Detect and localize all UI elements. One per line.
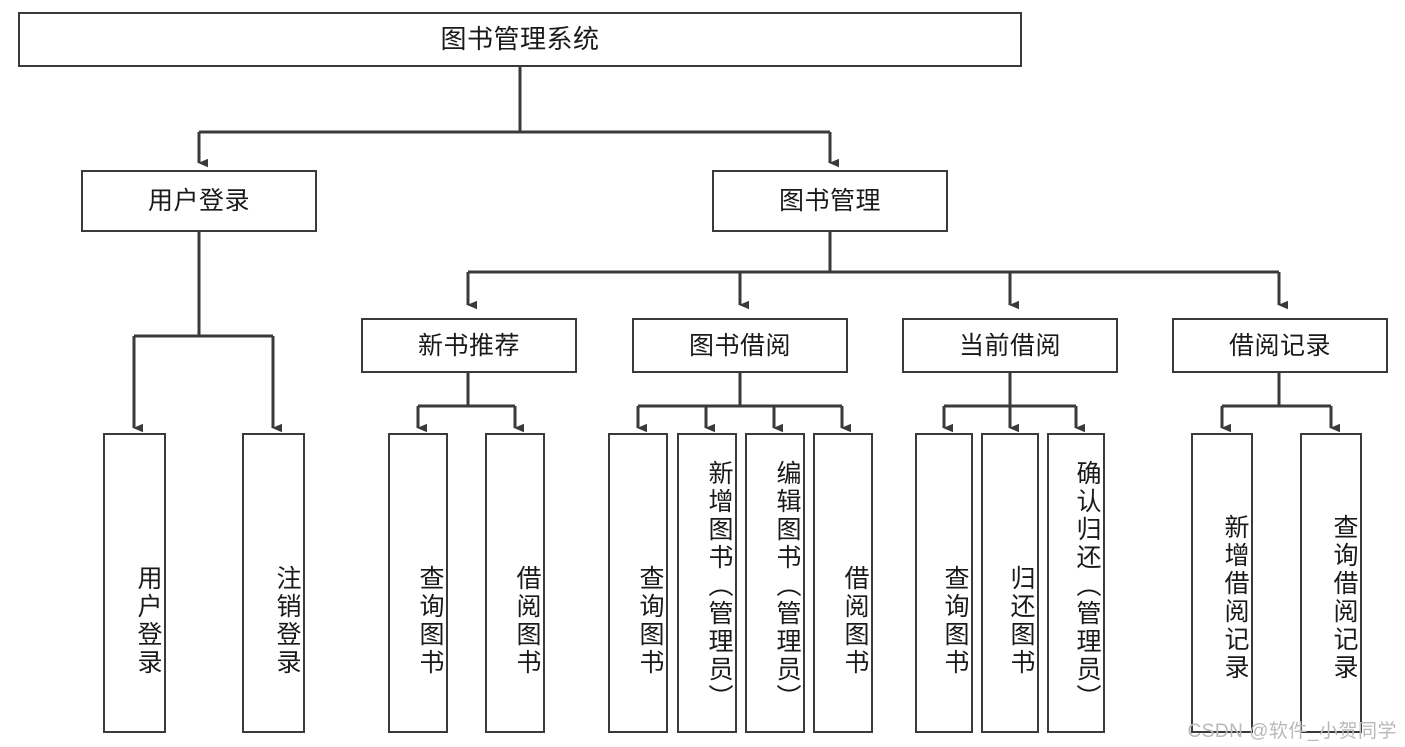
node-label: 查询图书 xyxy=(941,564,969,677)
leaf-confirm-return-admin[interactable]: 确认归还（管理员） xyxy=(1047,433,1105,733)
node-current-borrow[interactable]: 当前借阅 xyxy=(902,318,1118,373)
leaf-query-book-borrow[interactable]: 查询图书 xyxy=(608,433,668,733)
node-label: 注销登录 xyxy=(273,564,301,677)
leaf-borrow-book[interactable]: 借阅图书 xyxy=(813,433,873,733)
leaf-user-login[interactable]: 用户登录 xyxy=(103,433,166,733)
node-book-management[interactable]: 图书管理 xyxy=(712,170,948,232)
node-label: 确认归还（管理员） xyxy=(1073,460,1101,712)
node-label: 查询图书 xyxy=(416,564,444,677)
node-label: 图书借阅 xyxy=(688,331,791,360)
node-book-borrow[interactable]: 图书借阅 xyxy=(632,318,848,373)
node-label: 新增借阅记录 xyxy=(1221,514,1249,682)
watermark: CSDN @软件_小贺同学 xyxy=(1187,721,1397,742)
node-label: 查询借阅记录 xyxy=(1330,514,1358,682)
leaf-borrow-book-recommend[interactable]: 借阅图书 xyxy=(485,433,545,733)
node-label: 借阅图书 xyxy=(513,564,541,677)
node-label: 图书管理系统 xyxy=(440,23,600,54)
leaf-add-book-admin[interactable]: 新增图书（管理员） xyxy=(677,433,737,733)
leaf-query-book-recommend[interactable]: 查询图书 xyxy=(388,433,448,733)
node-label: 图书管理 xyxy=(778,187,881,215)
node-root-system[interactable]: 图书管理系统 xyxy=(18,12,1022,67)
leaf-logout[interactable]: 注销登录 xyxy=(242,433,305,733)
node-label: 当前借阅 xyxy=(958,331,1061,360)
node-label: 用户登录 xyxy=(147,187,250,215)
node-label: 编辑图书（管理员） xyxy=(773,460,801,712)
node-label: 借阅图书 xyxy=(841,564,869,677)
node-new-book-recommend[interactable]: 新书推荐 xyxy=(361,318,577,373)
node-label: 归还图书 xyxy=(1007,564,1035,677)
leaf-edit-book-admin[interactable]: 编辑图书（管理员） xyxy=(745,433,805,733)
leaf-add-borrow-record[interactable]: 新增借阅记录 xyxy=(1191,433,1253,733)
leaf-return-book[interactable]: 归还图书 xyxy=(981,433,1039,733)
node-label: 新增图书（管理员） xyxy=(705,460,733,712)
leaf-query-borrow-record[interactable]: 查询借阅记录 xyxy=(1300,433,1362,733)
leaf-query-book-current[interactable]: 查询图书 xyxy=(915,433,973,733)
node-label: 查询图书 xyxy=(636,564,664,677)
node-label: 新书推荐 xyxy=(417,331,520,360)
node-borrow-record[interactable]: 借阅记录 xyxy=(1172,318,1388,373)
node-label: 用户登录 xyxy=(134,564,162,677)
node-user-login[interactable]: 用户登录 xyxy=(81,170,317,232)
node-label: 借阅记录 xyxy=(1228,331,1331,360)
